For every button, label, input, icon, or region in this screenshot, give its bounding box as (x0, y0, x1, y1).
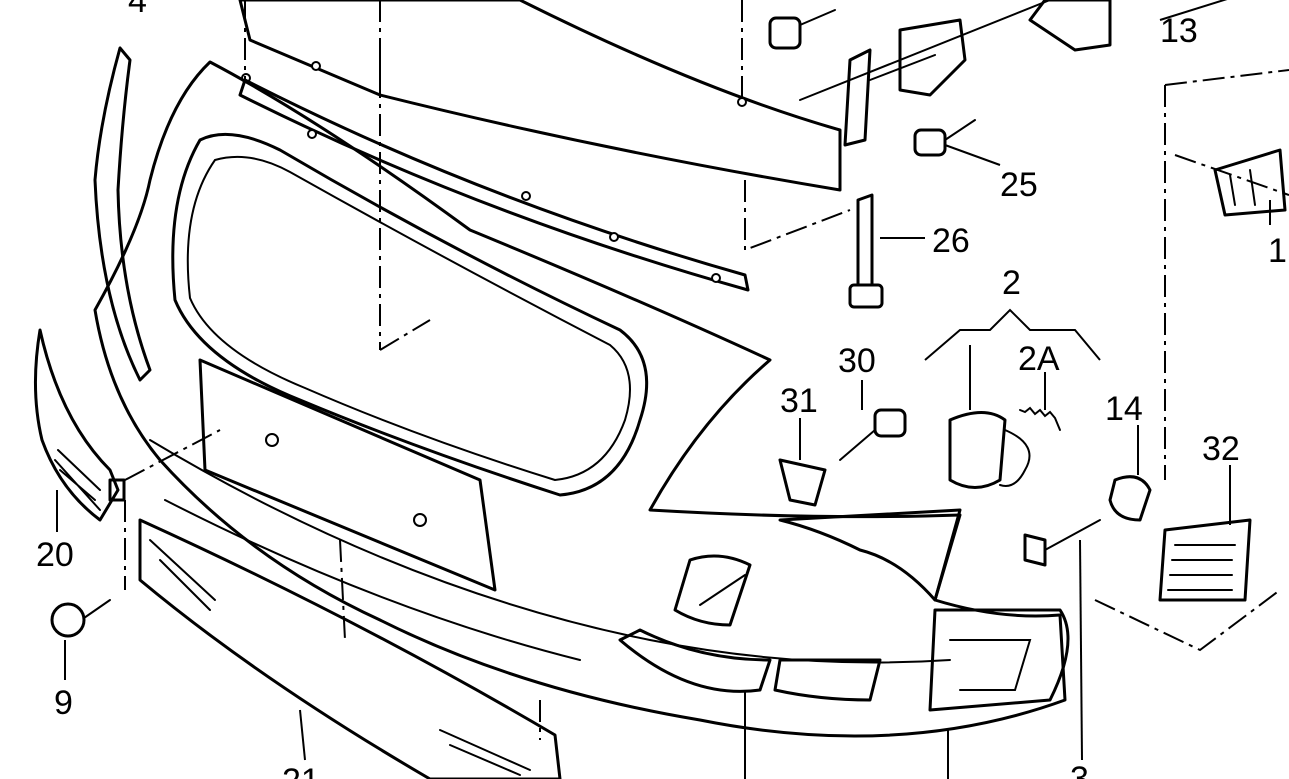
tow-hook-cover (948, 406, 1061, 489)
callout-14: 14 (1105, 390, 1143, 428)
hardware (50, 9, 1287, 638)
callout-2a: 2A (1018, 340, 1060, 378)
callout-25: 25 (1000, 166, 1038, 204)
callout-20: 20 (36, 536, 74, 574)
right-grille-insert (1158, 518, 1252, 602)
callout-30: 30 (838, 342, 876, 380)
impact-bar (238, 0, 1112, 192)
callout-32: 32 (1202, 430, 1240, 468)
callout-labels: 4 13 25 26 2 2A 30 31 14 32 20 9 21 3 1 (36, 0, 1287, 779)
callout-4: 4 (128, 0, 147, 20)
upper-trim-strip (238, 78, 750, 292)
callout-1: 1 (1268, 232, 1287, 270)
callout-21: 21 (282, 762, 320, 779)
reference-lines (124, 0, 1289, 740)
callout-9: 9 (54, 684, 73, 722)
left-grille-insert (33, 328, 120, 522)
callout-31: 31 (780, 382, 818, 420)
callout-3: 3 (1070, 760, 1089, 779)
lower-grille (138, 518, 562, 779)
callout-26: 26 (932, 222, 970, 260)
leader-lines (56, 0, 1271, 779)
bumper-cover (93, 46, 1070, 738)
callout-2: 2 (1002, 264, 1021, 302)
callout-13: 13 (1160, 12, 1198, 50)
